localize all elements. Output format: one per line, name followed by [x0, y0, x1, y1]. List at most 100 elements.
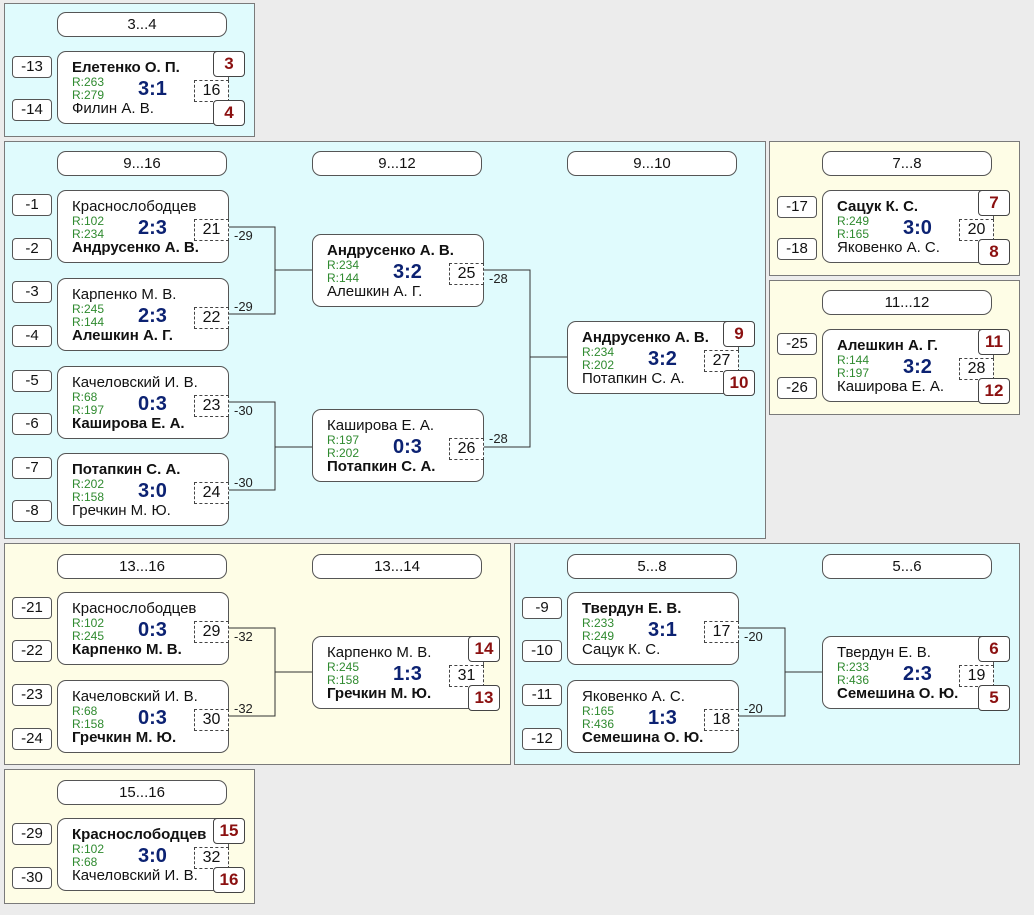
seed-box: -30 — [12, 867, 52, 889]
panel-13-16: -32 -32 13...16 13...14 -21 -22 -23 -24 … — [4, 543, 511, 765]
player-bottom: Каширова Е. А. — [72, 415, 185, 432]
place-badge-bottom: 12 — [978, 378, 1010, 404]
place-badge-bottom: 8 — [978, 239, 1010, 265]
match-23[interactable]: Качеловский И. В. R:68 R:197 0:3 23 Каши… — [57, 366, 229, 439]
player-bottom: Семешина О. Ю. — [582, 729, 704, 746]
panel-5-8: -20 -20 5...8 5...6 -9 -10 -11 -12 Тверд… — [514, 543, 1020, 765]
seed-box: -21 — [12, 597, 52, 619]
loser-label: -28 — [489, 271, 508, 286]
seed-box: -23 — [12, 684, 52, 706]
round-header: 9...10 — [567, 151, 737, 176]
rating-top: R:197 — [327, 433, 360, 447]
seed-box: -5 — [12, 370, 52, 392]
player-top: Яковенко А. С. — [582, 688, 685, 705]
loser-label: -29 — [234, 228, 253, 243]
match-number: 31 — [449, 665, 484, 687]
match-16[interactable]: Елетенко О. П. R:263 R:279 3:1 16 Филин … — [57, 51, 245, 126]
seed-box: -25 — [777, 333, 817, 355]
panel-9-16: -29 -29 -30 -30 -28 -28 9...16 9...12 9.… — [4, 141, 766, 539]
player-top: Карпенко М. В. — [327, 644, 432, 661]
match-19[interactable]: Твердун Е. В. R:233 R:436 2:3 19 Семешин… — [822, 636, 1010, 711]
match-26[interactable]: Каширова Е. А. R:197 R:202 0:3 26 Потапк… — [312, 409, 484, 482]
rating-bottom: R:202 — [582, 358, 615, 372]
match-score: 2:3 — [138, 305, 167, 327]
seed-box: -13 — [12, 56, 52, 78]
player-bottom: Потапкин С. А. — [582, 370, 685, 387]
seed-box: -6 — [12, 413, 52, 435]
panel-3-4: 3...4 -13 -14 Елетенко О. П. R:263 R:279… — [4, 3, 255, 137]
player-top: Потапкин С. А. — [72, 461, 181, 478]
match-number: 19 — [959, 665, 994, 687]
place-badge-bottom: 10 — [723, 370, 755, 396]
rating-top: R:245 — [327, 660, 360, 674]
match-21[interactable]: Краснослободцев R:102 R:234 2:3 21 Андру… — [57, 190, 229, 263]
match-score: 3:2 — [648, 348, 677, 370]
player-bottom: Качеловский И. В. — [72, 867, 198, 884]
loser-label: -20 — [744, 629, 763, 644]
place-badge-bottom: 4 — [213, 100, 245, 126]
match-31[interactable]: Карпенко М. В. R:245 R:158 1:3 31 Гречки… — [312, 636, 500, 711]
seed-box: -24 — [12, 728, 52, 750]
match-score: 2:3 — [903, 663, 932, 685]
seed-box: -29 — [12, 823, 52, 845]
loser-label: -29 — [234, 299, 253, 314]
round-header: 5...8 — [567, 554, 737, 579]
seed-box: -1 — [12, 194, 52, 216]
loser-label: -30 — [234, 403, 253, 418]
place-badge-bottom: 5 — [978, 685, 1010, 711]
rating-top: R:202 — [72, 477, 105, 491]
rating-top: R:102 — [72, 616, 105, 630]
place-badge-bottom: 16 — [213, 867, 245, 893]
seed-box: -14 — [12, 99, 52, 121]
seed-box: -2 — [12, 238, 52, 260]
match-number: 25 — [449, 263, 484, 285]
match-24[interactable]: Потапкин С. А. R:202 R:158 3:0 24 Гречки… — [57, 453, 229, 526]
rating-bottom: R:197 — [837, 366, 870, 380]
match-number: 16 — [194, 80, 229, 102]
rating-top: R:234 — [582, 345, 615, 359]
player-bottom: Семешина О. Ю. — [837, 685, 959, 702]
match-32[interactable]: Краснослободцев R:102 R:68 3:0 32 Качело… — [57, 818, 245, 893]
match-number: 26 — [449, 438, 484, 460]
player-bottom: Филин А. В. — [72, 100, 154, 117]
match-27[interactable]: Андрусенко А. В. R:234 R:202 3:2 27 Пота… — [567, 321, 755, 396]
player-bottom: Гречкин М. Ю. — [72, 502, 171, 519]
seed-box: -22 — [12, 640, 52, 662]
rating-bottom: R:144 — [72, 315, 105, 329]
seed-box: -3 — [12, 281, 52, 303]
player-top: Елетенко О. П. — [72, 59, 180, 76]
player-top: Краснослободцев — [72, 600, 197, 617]
match-29[interactable]: Краснослободцев R:102 R:245 0:3 29 Карпе… — [57, 592, 229, 665]
match-17[interactable]: Твердун Е. В. R:233 R:249 3:1 17 Сацук К… — [567, 592, 739, 665]
seed-box: -11 — [522, 684, 562, 706]
match-25[interactable]: Андрусенко А. В. R:234 R:144 3:2 25 Алеш… — [312, 234, 484, 307]
match-18[interactable]: Яковенко А. С. R:165 R:436 1:3 18 Семеши… — [567, 680, 739, 753]
match-score: 1:3 — [648, 707, 677, 729]
round-header: 5...6 — [822, 554, 992, 579]
loser-label: -30 — [234, 475, 253, 490]
match-30[interactable]: Качеловский И. В. R:68 R:158 0:3 30 Греч… — [57, 680, 229, 753]
match-22[interactable]: Карпенко М. В. R:245 R:144 2:3 22 Алешки… — [57, 278, 229, 351]
rating-top: R:68 — [72, 704, 98, 718]
rating-bottom: R:436 — [837, 673, 870, 687]
bracket-lines — [229, 226, 567, 491]
match-score: 0:3 — [393, 436, 422, 458]
match-number: 28 — [959, 358, 994, 380]
rating-top: R:102 — [72, 214, 105, 228]
match-number: 20 — [959, 219, 994, 241]
match-number: 27 — [704, 350, 739, 372]
match-number: 18 — [704, 709, 739, 731]
match-20[interactable]: Сацук К. С. R:249 R:165 3:0 20 Яковенко … — [822, 190, 1010, 265]
match-28[interactable]: Алешкин А. Г. R:144 R:197 3:2 28 Каширов… — [822, 329, 1010, 404]
rating-top: R:263 — [72, 75, 105, 89]
player-top: Твердун Е. В. — [582, 600, 682, 617]
round-header: 9...16 — [57, 151, 227, 176]
place-badge-bottom: 13 — [468, 685, 500, 711]
rating-top: R:165 — [582, 704, 615, 718]
bracket-lines — [229, 627, 314, 717]
rating-bottom: R:144 — [327, 271, 360, 285]
player-bottom: Гречкин М. Ю. — [72, 729, 177, 746]
round-header: 13...14 — [312, 554, 482, 579]
round-header: 13...16 — [57, 554, 227, 579]
player-top: Качеловский И. В. — [72, 374, 198, 391]
